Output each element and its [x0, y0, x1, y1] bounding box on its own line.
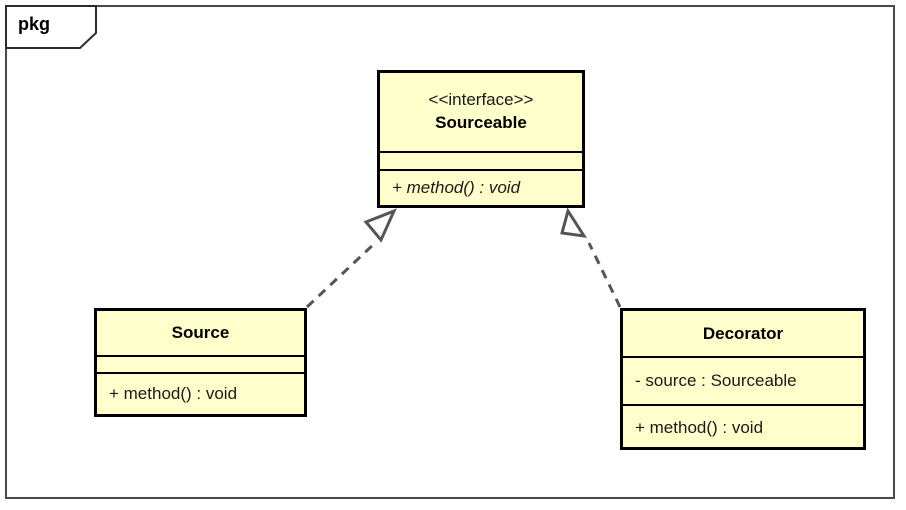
class-box-sourceable[interactable]: <<interface>> Sourceable + method() : vo…: [377, 70, 585, 208]
class-name: Source: [171, 323, 230, 342]
class-header-source: Source: [97, 311, 304, 355]
class-name: Decorator: [702, 323, 784, 343]
class-attributes-source: [97, 355, 304, 372]
package-frame: [5, 5, 895, 499]
class-header-decorator: Decorator: [623, 311, 863, 356]
method-item: + method() : void: [109, 384, 238, 403]
class-box-decorator[interactable]: Decorator - source : Sourceable + method…: [620, 308, 866, 450]
class-box-source[interactable]: Source + method() : void: [94, 308, 307, 417]
class-header-sourceable: <<interface>> Sourceable: [380, 73, 582, 151]
class-attributes-sourceable: [380, 151, 582, 169]
package-tab: [5, 5, 97, 49]
class-methods-sourceable: + method() : void: [380, 169, 582, 205]
method-item: + method() : void: [635, 418, 764, 437]
class-attributes-decorator: - source : Sourceable: [623, 356, 863, 404]
package-label: pkg: [18, 14, 51, 34]
class-methods-decorator: + method() : void: [623, 404, 863, 450]
method-item: + method() : void: [392, 178, 521, 197]
class-methods-source: + method() : void: [97, 372, 304, 414]
attribute-item: - source : Sourceable: [635, 371, 797, 390]
class-name: Sourceable: [435, 113, 527, 132]
class-stereotype: <<interface>>: [428, 90, 534, 110]
